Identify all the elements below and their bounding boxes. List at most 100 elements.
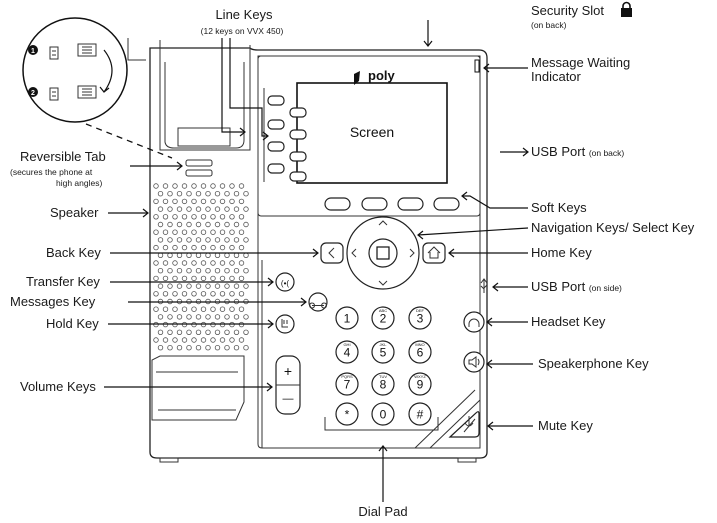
speaker-hole — [210, 275, 216, 282]
speaker-hole — [176, 283, 183, 289]
dial-key-0[interactable]: 0 — [371, 402, 395, 426]
speaker-hole — [224, 268, 230, 274]
dial-key-hash[interactable]: # — [408, 402, 432, 426]
nav-left-icon[interactable] — [351, 248, 357, 258]
soft-key[interactable] — [361, 197, 388, 211]
speaker-hole — [224, 190, 230, 197]
volume-keys-label: Volume Keys — [20, 379, 96, 394]
line-key[interactable] — [267, 95, 285, 106]
speaker-hole — [243, 329, 249, 335]
inset-step-2: 2 — [31, 90, 35, 97]
volume-down-icon[interactable]: — — [283, 393, 294, 405]
messages-key[interactable] — [308, 292, 328, 312]
home-key[interactable] — [422, 242, 446, 264]
message-waiting-label: Message Waiting — [531, 55, 631, 70]
soft-key[interactable] — [397, 197, 424, 211]
speaker-hole — [186, 329, 192, 335]
speaker-hole — [195, 221, 202, 228]
speaker-hole — [153, 337, 159, 343]
speaker-hole — [167, 268, 173, 274]
speaker-hole — [233, 329, 240, 335]
speaker-hole — [210, 306, 216, 312]
speaker-hole — [181, 244, 188, 251]
speaker-hole — [186, 268, 192, 274]
speakerphone-key[interactable] — [463, 351, 485, 373]
security-slot-note: (on back) — [531, 20, 567, 30]
navigation-cluster — [320, 216, 446, 290]
transfer-key[interactable] — [275, 272, 295, 292]
line-key[interactable] — [267, 141, 285, 152]
speaker-hole — [238, 183, 245, 189]
speaker-hole — [214, 314, 221, 320]
line-key[interactable] — [289, 129, 307, 140]
speaker-hole — [238, 214, 245, 220]
speaker-hole — [205, 190, 211, 197]
speaker-hole — [233, 268, 240, 274]
dial-key-1[interactable]: 1 — [335, 306, 359, 330]
line-key[interactable] — [289, 107, 307, 118]
speaker-hole — [205, 221, 211, 228]
line-key[interactable] — [289, 171, 307, 182]
soft-key[interactable] — [433, 197, 460, 211]
back-key[interactable] — [320, 242, 344, 264]
speaker-hole — [172, 183, 178, 189]
dial-key-digit: # — [417, 408, 424, 422]
speaker-hole — [172, 321, 178, 328]
headset-key[interactable] — [463, 311, 485, 333]
speaker-hole — [219, 275, 226, 282]
speaker-hole — [191, 275, 197, 282]
speaker-hole — [181, 291, 188, 297]
speaker-hole — [233, 345, 240, 351]
mute-key[interactable] — [448, 411, 480, 438]
brand-text: poly — [368, 68, 395, 83]
speaker-hole — [195, 283, 202, 289]
speaker-hole — [200, 275, 207, 282]
speaker-hole — [243, 206, 249, 212]
transfer-key-label: Transfer Key — [26, 274, 100, 289]
dial-key-star[interactable]: * — [335, 402, 359, 426]
speaker-hole — [162, 244, 169, 251]
speaker-hole — [205, 206, 211, 212]
nav-up-icon[interactable] — [378, 220, 388, 226]
line-key[interactable] — [267, 119, 285, 130]
dial-key-digit: 0 — [380, 408, 387, 422]
speaker-hole — [176, 314, 183, 320]
speaker-hole — [195, 206, 202, 212]
line-key[interactable] — [289, 151, 307, 162]
mute-key-label: Mute Key — [538, 418, 593, 433]
line-key[interactable] — [267, 163, 285, 174]
nav-right-icon[interactable] — [409, 248, 415, 258]
speaker-hole — [210, 244, 216, 251]
nav-down-icon[interactable] — [378, 280, 388, 286]
line-keys-label: Line Keys — [215, 7, 273, 22]
speaker-hole — [214, 283, 221, 289]
speaker-hole — [172, 337, 178, 343]
hold-key[interactable] — [275, 314, 295, 334]
speaker-hole — [191, 337, 197, 343]
volume-up-icon[interactable]: + — [284, 363, 292, 379]
tab-inset — [22, 17, 173, 159]
speaker-hole — [186, 190, 192, 197]
speaker-hole — [181, 198, 188, 205]
speaker-hole — [162, 337, 169, 343]
speaker-hole — [167, 252, 173, 258]
speaker-hole — [186, 345, 192, 351]
speaker-hole — [157, 314, 164, 320]
speaker-hole — [176, 237, 183, 243]
speaker-hole — [195, 314, 202, 320]
soft-key[interactable] — [324, 197, 351, 211]
speaker-hole — [214, 268, 221, 274]
select-icon[interactable] — [376, 246, 390, 260]
speaker-hole — [238, 229, 245, 235]
speaker-hole — [229, 183, 235, 189]
